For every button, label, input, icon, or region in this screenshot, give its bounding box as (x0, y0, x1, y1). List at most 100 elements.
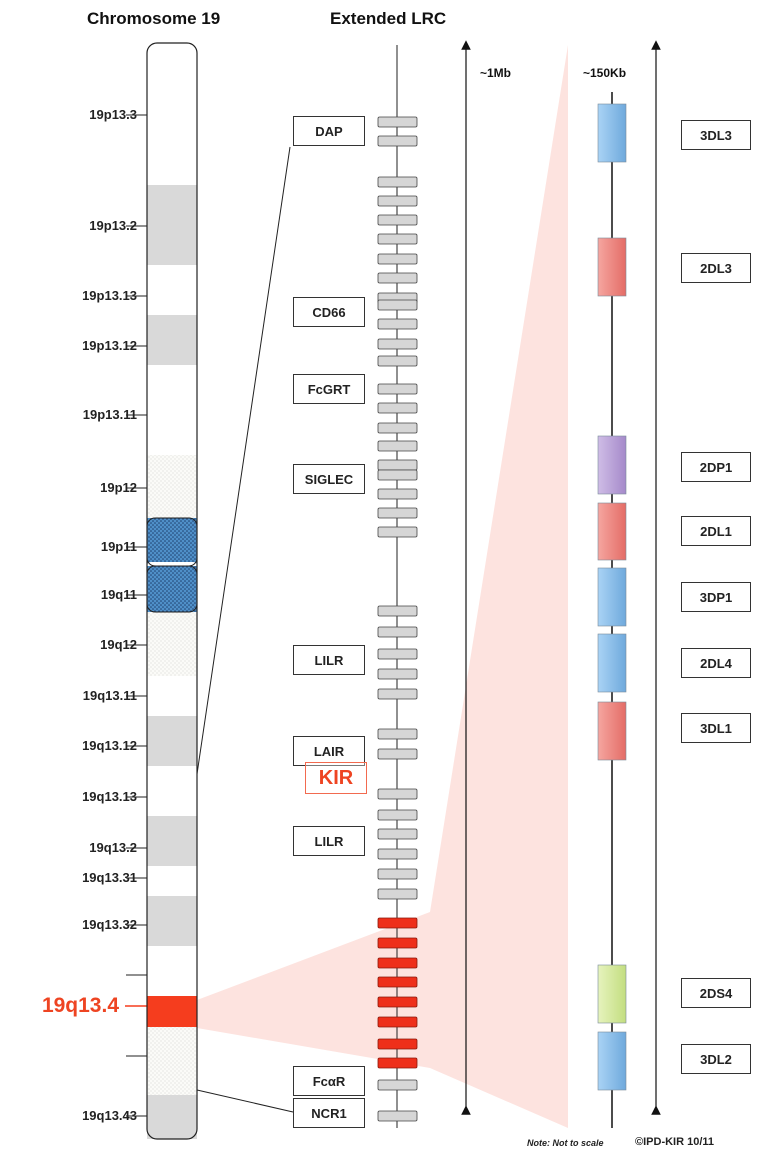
lrc-gene-marker (377, 422, 418, 434)
kir-gene-label-3dl3: 3DL3 (681, 120, 751, 150)
lrc-gene-marker (377, 299, 418, 311)
lrc-gene-marker (377, 605, 418, 617)
band-label-19q13.32: 19q13.32 (82, 917, 137, 932)
chromosome-band-19q13.31 (147, 866, 197, 896)
lrc-gene-marker (377, 828, 418, 840)
band-label-19q13.11: 19q13.11 (82, 688, 137, 703)
band-label-19p12: 19p12 (100, 480, 137, 495)
kir-gene-marker (377, 996, 418, 1008)
lrc-gene-marker (377, 868, 418, 880)
kir-gene-2ds4 (597, 964, 627, 1024)
chromosome-band-19p13.3 (147, 43, 197, 185)
chromosome-title: Chromosome 19 (87, 9, 221, 28)
chromosome-band-19q13.12 (147, 716, 197, 766)
lrc-gene-marker (377, 253, 418, 265)
lrc-gene-marker (377, 135, 418, 147)
lrc-gene-marker (377, 176, 418, 188)
lrc-gene-box-kir: KIR (305, 762, 367, 794)
lrc-gene-marker (377, 809, 418, 821)
band-label-19p11: 19p11 (100, 539, 137, 554)
centromere-outline (146, 565, 198, 613)
band-label-19q13.2: 19q13.2 (89, 840, 137, 855)
lrc-gene-box-fcgrt: FcGRT (293, 374, 365, 404)
kir-gene-marker (377, 976, 418, 988)
lrc-gene-box-dap: DAP (293, 116, 365, 146)
scale-label-1mb: ~1Mb (480, 66, 512, 80)
band-label-19q13.31: 19q13.31 (82, 870, 137, 885)
band-label-19p13.13: 19p13.13 (82, 288, 137, 303)
chromosome-band-unlabeled (147, 946, 197, 996)
lrc-gene-marker (377, 383, 418, 395)
kir-gene-label-2dl4: 2DL4 (681, 648, 751, 678)
lrc-zoom-line-bottom (196, 1089, 294, 1113)
band-label-19q11: 19q11 (100, 587, 137, 602)
band-label-19q12: 19q12 (100, 637, 137, 652)
kir-gene-label-2dp1: 2DP1 (681, 452, 751, 482)
chromosome-band-19q13.32 (147, 896, 197, 946)
lrc-gene-marker (377, 1079, 418, 1091)
lrc-gene-marker (377, 526, 418, 538)
lrc-gene-marker (377, 233, 418, 245)
kir-gene-3dl2 (597, 1031, 627, 1091)
lrc-gene-marker (377, 788, 418, 800)
lrc-gene-marker (377, 1110, 418, 1122)
lrc-gene-box-lilr: LILR (293, 826, 365, 856)
copyright-text: ©IPD-KIR 10/11 (635, 1136, 715, 1148)
kir-zoom-fan-left (197, 912, 430, 1068)
lrc-gene-marker (377, 848, 418, 860)
kir-gene-3dp1 (597, 567, 627, 627)
chromosome-band-19q13.11 (147, 676, 197, 716)
band-label-19p13.11: 19p13.11 (82, 407, 137, 422)
lrc-gene-marker (377, 688, 418, 700)
chromosome-band-19q12 (147, 612, 197, 676)
centromere-constriction (147, 562, 197, 566)
kir-gene-track (597, 103, 627, 1091)
kir-gene-label-2dl1: 2DL1 (681, 516, 751, 546)
lrc-gene-marker (377, 748, 418, 760)
kir-gene-3dl3 (597, 103, 627, 163)
kir-gene-3dl1 (597, 701, 627, 761)
lrc-gene-marker (377, 318, 418, 330)
kir-gene-label-2ds4: 2DS4 (681, 978, 751, 1008)
scale-label-150kb: ~150Kb (583, 66, 627, 80)
chromosome-band-19q13.4 (147, 996, 197, 1027)
chromosome-band-19p11 (147, 518, 197, 566)
kir-gene-label-3dl2: 3DL2 (681, 1044, 751, 1074)
lrc-gene-marker (377, 195, 418, 207)
band-label-19p13.2: 19p13.2 (89, 218, 137, 233)
band-label-19q13.12: 19q13.12 (82, 738, 137, 753)
band-label-19p13.3: 19p13.3 (89, 107, 137, 122)
kir-gene-marker (377, 1057, 418, 1069)
lrc-gene-box-lair: LAIR (293, 736, 365, 766)
lrc-gene-marker (377, 648, 418, 660)
lrc-gene-marker (377, 668, 418, 680)
kir-gene-marker (377, 937, 418, 949)
kir-gene-2dl3 (597, 237, 627, 297)
lrc-gene-box-lilr: LILR (293, 645, 365, 675)
band-label-19q13.4: 19q13.4 (41, 994, 119, 1017)
chromosome-band-unlabeled (147, 1027, 197, 1095)
chromosome-19-ideogram (125, 42, 198, 1140)
lrc-gene-box-fcαr: FcαR (293, 1066, 365, 1096)
lrc-gene-marker (377, 440, 418, 452)
chromosome-band-19p13.11 (147, 365, 197, 455)
lrc-gene-marker (377, 402, 418, 414)
lrc-gene-marker (377, 214, 418, 226)
kir-gene-2dl4 (597, 633, 627, 693)
chromosome-band-19p13.12 (147, 315, 197, 365)
chromosome-band-19q13.2 (147, 816, 197, 866)
band-label-19q13.43: 19q13.43 (82, 1108, 137, 1123)
not-to-scale-note: Note: Not to scale (527, 1138, 604, 1148)
chromosome-band-19p12 (147, 455, 197, 518)
kir-gene-2dp1 (597, 435, 627, 495)
lrc-gene-box-ncr1: NCR1 (293, 1098, 365, 1128)
kir-gene-label-3dl1: 3DL1 (681, 713, 751, 743)
lrc-gene-track (377, 116, 418, 1122)
kir-gene-marker (377, 1038, 418, 1050)
lrc-gene-box-siglec: SIGLEC (293, 464, 365, 494)
lrc-gene-marker (377, 488, 418, 500)
kir-gene-marker (377, 917, 418, 929)
band-label-19p13.12: 19p13.12 (82, 338, 137, 353)
kir-gene-marker (377, 1016, 418, 1028)
